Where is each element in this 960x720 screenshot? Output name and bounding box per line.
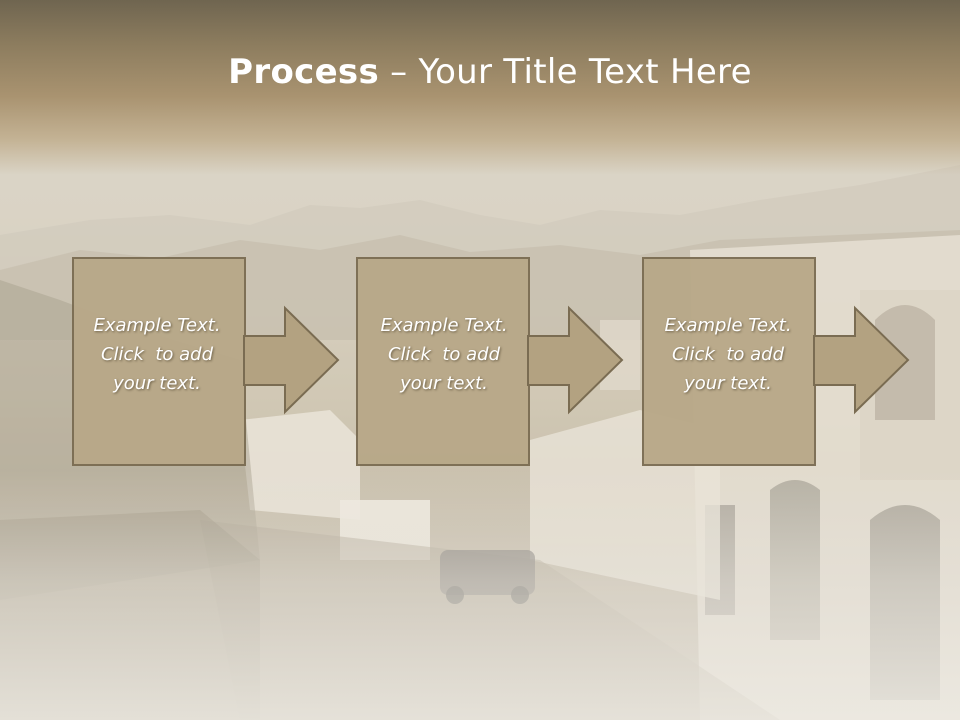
step-2-box	[356, 257, 530, 466]
step-1-box	[72, 257, 246, 466]
title-rest: – Your Title Text Here	[379, 52, 752, 92]
step-2-line-1: Example Text.	[380, 315, 508, 336]
step-3-line-2: Click to add	[671, 344, 784, 365]
process-step-1[interactable]	[72, 257, 340, 466]
step-2-arrow	[527, 305, 624, 415]
step-3-box	[642, 257, 816, 466]
step-1-arrow	[243, 305, 340, 415]
step-1-line-3: your text.	[113, 373, 201, 394]
step-1-line-2: Click to add	[100, 344, 213, 365]
step-1-text[interactable]: Example Text. Click to add your text.	[71, 311, 243, 398]
step-2-line-2: Click to add	[387, 344, 500, 365]
step-2-text[interactable]: Example Text. Click to add your text.	[358, 311, 530, 398]
step-3-line-1: Example Text.	[664, 315, 792, 336]
bottom-fade	[0, 470, 960, 720]
step-2-line-3: your text.	[400, 373, 488, 394]
slide-title[interactable]: Process – Your Title Text Here	[0, 52, 960, 92]
step-3-arrow	[813, 305, 910, 415]
title-bold: Process	[228, 52, 380, 92]
title-band	[0, 0, 960, 175]
step-3-line-3: your text.	[684, 373, 772, 394]
step-3-text[interactable]: Example Text. Click to add your text.	[642, 311, 814, 398]
process-step-3[interactable]	[642, 257, 910, 466]
process-step-2[interactable]	[356, 257, 624, 466]
step-1-line-1: Example Text.	[93, 315, 221, 336]
